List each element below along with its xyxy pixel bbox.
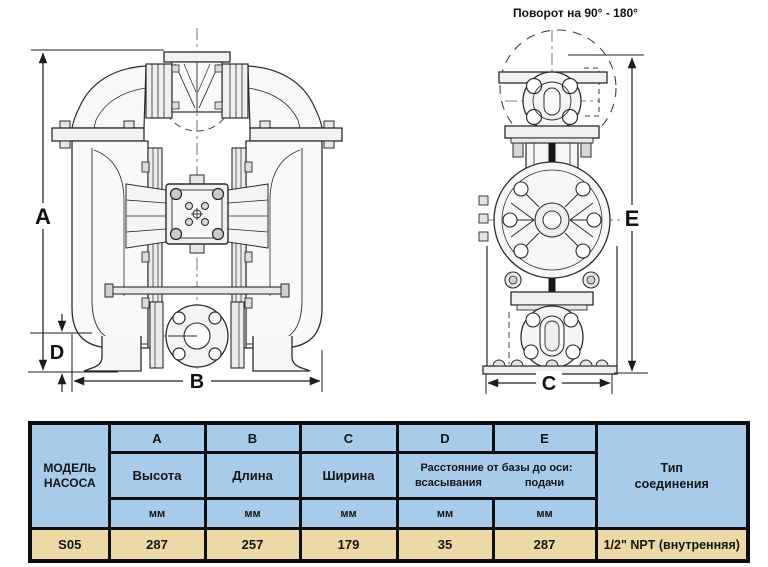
- dimension-A: A: [28, 49, 164, 373]
- col-header-E: E: [491, 421, 598, 454]
- discharge-flange-circle: [522, 71, 582, 131]
- tie-rod: [111, 286, 283, 295]
- drawing-svg: A D B Поворот на 90° - 180°: [28, 6, 648, 395]
- dimension-D: D: [30, 314, 92, 392]
- distance-header-cell: Расстояние от базы до оси: всасывания по…: [395, 451, 598, 500]
- value-connection: 1/2" NPT (внутренняя): [594, 527, 750, 563]
- front-view: A D B: [28, 28, 343, 393]
- distance-suction-label: всасывания: [415, 477, 482, 490]
- connection-header-line2: соединения: [634, 477, 709, 491]
- dim-label-B: B: [190, 371, 204, 393]
- col-header-B: B: [203, 421, 302, 454]
- top-discharge-flange: [163, 51, 231, 63]
- dimension-B: B: [71, 334, 323, 393]
- connection-header-line1: Тип: [660, 460, 683, 475]
- air-valve: [165, 174, 229, 254]
- param-header-width: Ширина: [298, 451, 399, 500]
- distance-title: Расстояние от базы до оси:: [420, 461, 573, 474]
- param-header-length: Длина: [203, 451, 302, 500]
- model-header-cell: МОДЕЛЬ НАСОСА: [28, 421, 111, 530]
- side-view: Поворот на 90° - 180°: [478, 6, 648, 395]
- rotated-port-outline: [584, 67, 600, 117]
- value-D: 35: [395, 527, 495, 563]
- unit-cell-B: мм: [203, 497, 302, 530]
- value-B: 257: [203, 527, 302, 563]
- rotation-note: Поворот на 90° - 180°: [513, 6, 638, 20]
- unit-cell-A: мм: [107, 497, 207, 530]
- value-E: 287: [491, 527, 598, 563]
- model-value: S05: [28, 527, 111, 563]
- dim-label-A: A: [35, 204, 51, 229]
- connection-header-cell: Тип соединения: [594, 421, 750, 530]
- distance-discharge-label: подачи: [524, 477, 565, 490]
- col-header-A: A: [107, 421, 207, 454]
- unit-cell-C: мм: [298, 497, 399, 530]
- dimensions-table: МОДЕЛЬ НАСОСА A B C D E Тип соединения В…: [28, 421, 750, 563]
- unit-cell-E: мм: [491, 497, 598, 530]
- value-C: 179: [298, 527, 399, 563]
- dimension-E: E: [568, 54, 648, 374]
- dim-label-E: E: [625, 206, 640, 231]
- dim-label-D: D: [50, 342, 64, 364]
- rotation-arc-side: [499, 29, 617, 147]
- suction-flange: [165, 304, 229, 368]
- dim-label-C: C: [542, 373, 556, 395]
- param-header-height: Высота: [107, 451, 207, 500]
- diaphragm-housing: [493, 161, 611, 279]
- suction-port-side: [520, 305, 584, 369]
- col-header-C: C: [298, 421, 399, 454]
- value-A: 287: [107, 527, 207, 563]
- col-header-D: D: [395, 421, 495, 454]
- dimension-C: C: [485, 371, 613, 395]
- pump-technical-drawing: A D B Поворот на 90° - 180°: [28, 6, 648, 395]
- unit-cell-D: мм: [395, 497, 495, 530]
